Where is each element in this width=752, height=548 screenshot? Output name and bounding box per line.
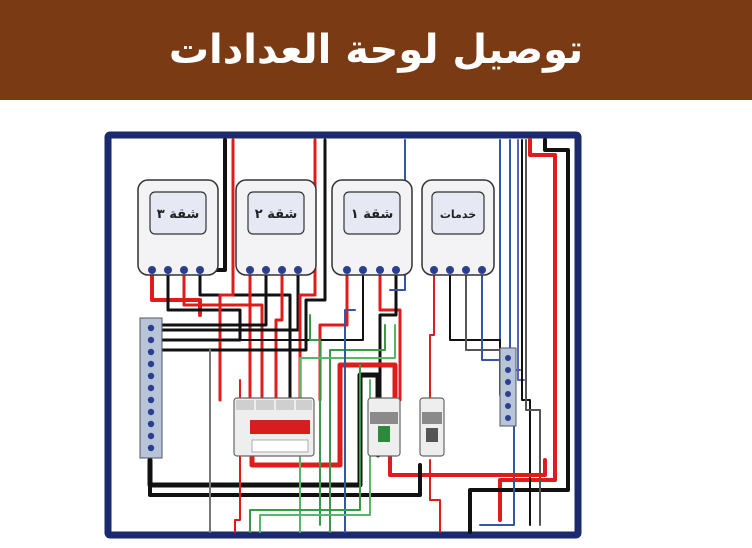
meter-label-apartment-2: شقة ٢ xyxy=(255,207,298,222)
wiring-diagram: شقة ٣ شقة ٢ شقة ١ خدمات xyxy=(0,100,752,544)
terminal-block-right xyxy=(499,347,517,427)
wire-red-main-loop xyxy=(249,362,398,468)
wire-red-srv-a xyxy=(429,274,435,401)
wire-red-m3-a xyxy=(150,273,202,317)
meter-apartment-2: شقة ٢ xyxy=(235,179,317,276)
breaker-4-pole xyxy=(233,397,315,457)
wire-green-1 xyxy=(309,314,321,526)
wire-red-m1-c xyxy=(378,273,402,402)
wire-gray-right xyxy=(525,139,541,526)
page-title: توصيل لوحة العدادات xyxy=(168,27,584,73)
wire-black-m3-d xyxy=(198,273,292,402)
wire-black-bottom xyxy=(148,453,422,497)
wire-black-m2-d xyxy=(158,273,300,332)
wire-red-right-1 xyxy=(498,138,557,522)
wire-blue-down-1 xyxy=(344,309,356,533)
wire-black-right-1 xyxy=(468,138,570,534)
wire-red-main-down xyxy=(388,453,547,477)
wire-black-m1-b xyxy=(159,274,364,341)
title-bar: توصيل لوحة العدادات xyxy=(0,0,752,100)
meter-services: خدمات xyxy=(421,179,495,276)
meter-apartment-3: شقة ٣ xyxy=(137,179,219,276)
meter-label-apartment-3: شقة ٣ xyxy=(157,207,200,222)
wire-green-2 xyxy=(329,324,386,533)
breaker-2-pole xyxy=(367,397,401,457)
meter-label-services: خدمات xyxy=(440,208,476,221)
wire-red-bottom-right xyxy=(429,459,441,533)
wire-black-top-m2 xyxy=(158,138,327,352)
wire-red-m3-c xyxy=(182,273,264,402)
terminal-block-left xyxy=(139,317,163,459)
meter-label-apartment-1: شقة ١ xyxy=(351,207,394,222)
wire-red-m2-c xyxy=(274,273,284,402)
breaker-1-pole xyxy=(419,397,445,457)
wire-blue-right-4 xyxy=(479,419,515,526)
wire-red-top-m3 xyxy=(218,138,235,402)
wire-green-4 xyxy=(249,364,361,533)
meter-apartment-1: شقة ١ xyxy=(331,179,413,276)
